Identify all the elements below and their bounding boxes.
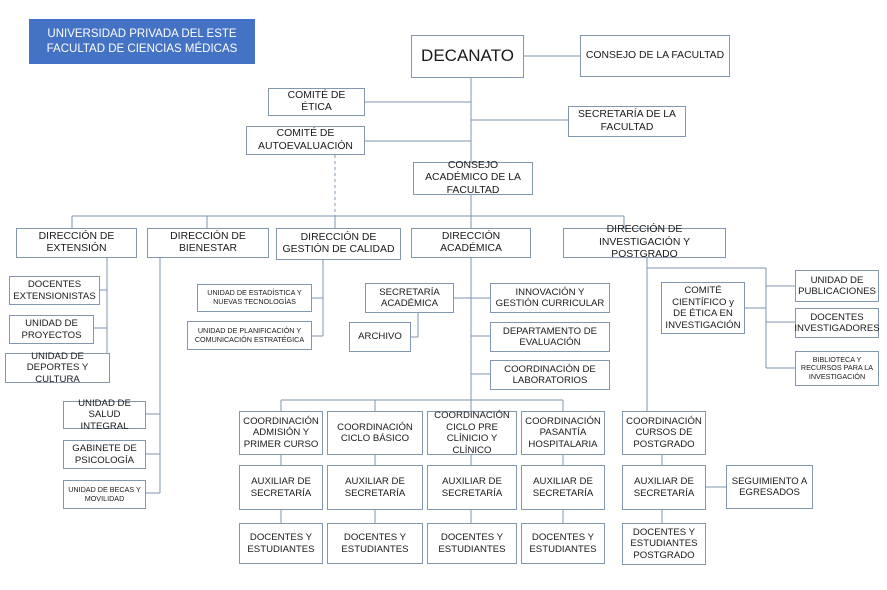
node-unidad-becas[interactable]: UNIDAD DE BECAS Y MOVILIDAD xyxy=(63,480,146,509)
node-archivo[interactable]: ARCHIVO xyxy=(349,322,411,352)
node-docentes-extensionistas[interactable]: DOCENTES EXTENSIONISTAS xyxy=(9,276,100,305)
node-coordinacion-laboratorios[interactable]: COORDINACIÓN DE LABORATORIOS xyxy=(490,360,610,390)
node-gabinete-psicologia[interactable]: GABINETE DE PSICOLOGÍA xyxy=(63,440,146,469)
node-direccion-bienestar[interactable]: DIRECCIÓN DE BIENESTAR xyxy=(147,228,269,258)
node-direccion-academica[interactable]: DIRECCIÓN ACADÉMICA xyxy=(411,228,531,258)
node-docentes-estudiantes-4[interactable]: DOCENTES Y ESTUDIANTES xyxy=(521,523,605,564)
node-auxiliar-secretaria-1[interactable]: AUXILIAR DE SECRETARÍA xyxy=(239,465,323,510)
node-auxiliar-secretaria-2[interactable]: AUXILIAR DE SECRETARÍA xyxy=(327,465,423,510)
node-comite-autoevaluacion[interactable]: COMITÉ DE AUTOEVALUACIÓN xyxy=(246,126,365,155)
node-auxiliar-secretaria-4[interactable]: AUXILIAR DE SECRETARÍA xyxy=(521,465,605,510)
node-innovacion[interactable]: INNOVACIÓN Y GESTIÓN CURRICULAR xyxy=(490,283,610,313)
node-coordinacion-admision[interactable]: COORDINACIÓN ADMISIÓN Y PRIMER CURSO xyxy=(239,411,323,455)
university-name: UNIVERSIDAD PRIVADA DEL ESTE xyxy=(47,28,237,41)
node-comite-etica[interactable]: COMITÉ DE ÉTICA xyxy=(268,88,365,116)
node-unidad-estadistica[interactable]: UNIDAD DE ESTADÍSTICA Y NUEVAS TECNOLOGÍ… xyxy=(197,284,312,312)
node-biblioteca[interactable]: BIBLIOTECA Y RECURSOS PARA LA INVESTIGAC… xyxy=(795,351,879,386)
node-departamento-evaluacion[interactable]: DEPARTAMENTO DE EVALUACIÓN xyxy=(490,322,610,352)
node-docentes-estudiantes-3[interactable]: DOCENTES Y ESTUDIANTES xyxy=(427,523,517,564)
node-docentes-investigadores[interactable]: DOCENTES INVESTIGADORES xyxy=(794,308,880,338)
node-unidad-salud[interactable]: UNIDAD DE SALUD INTEGRAL xyxy=(63,398,146,432)
node-unidad-proyectos[interactable]: UNIDAD DE PROYECTOS xyxy=(9,315,94,344)
node-decanato[interactable]: DECANATO xyxy=(411,35,524,78)
node-direccion-investigacion[interactable]: DIRECCIÓN DE INVESTIGACIÓN Y POSTGRADO xyxy=(563,224,726,260)
node-auxiliar-secretaria-3[interactable]: AUXILIAR DE SECRETARÍA xyxy=(427,465,517,510)
node-coordinacion-postgrado[interactable]: COORDINACIÓN CURSOS DE POSTGRADO xyxy=(622,411,706,455)
node-consejo-academico[interactable]: CONSEJO ACADÉMICO DE LA FACULTAD xyxy=(413,160,533,196)
node-coordinacion-basico[interactable]: COORDINACIÓN CICLO BÁSICO xyxy=(327,411,423,455)
node-docentes-estudiantes-1[interactable]: DOCENTES Y ESTUDIANTES xyxy=(239,523,323,564)
node-unidad-planificacion[interactable]: UNIDAD DE PLANIFICACIÓN Y COMUNICACIÓN E… xyxy=(187,321,312,350)
node-direccion-extension[interactable]: DIRECCIÓN DE EXTENSIÓN xyxy=(16,228,137,258)
node-unidad-deportes[interactable]: UNIDAD DE DEPORTES Y CULTURA xyxy=(5,351,110,385)
node-unidad-publicaciones[interactable]: UNIDAD DE PUBLICACIONES xyxy=(795,270,879,302)
node-secretaria-academica[interactable]: SECRETARÍA ACADÉMICA xyxy=(365,283,454,313)
node-consejo-facultad[interactable]: CONSEJO DE LA FACULTAD xyxy=(580,35,730,77)
node-comite-cientifico[interactable]: COMITÉ CIENTÍFICO y DE ÉTICA EN INVESTIG… xyxy=(661,282,745,334)
node-auxiliar-secretaria-5[interactable]: AUXILIAR DE SECRETARÍA xyxy=(622,465,706,510)
university-header: UNIVERSIDAD PRIVADA DEL ESTE FACULTAD DE… xyxy=(29,19,255,64)
node-coordinacion-preclinico[interactable]: COORDINACIÓN CICLO PRE CLÍNICIO Y CLÍNIC… xyxy=(427,410,517,456)
node-seguimiento-egresados[interactable]: SEGUIMIENTO A EGRESADOS xyxy=(726,465,813,509)
node-secretaria-facultad[interactable]: SECRETARÍA DE LA FACULTAD xyxy=(568,106,686,137)
node-docentes-estudiantes-postgrado[interactable]: DOCENTES Y ESTUDIANTES POSTGRADO xyxy=(622,523,706,565)
node-coordinacion-pasantia[interactable]: COORDINACIÓN PASANTÍA HOSPITALARIA xyxy=(521,411,605,455)
node-docentes-estudiantes-2[interactable]: DOCENTES Y ESTUDIANTES xyxy=(327,523,423,564)
faculty-name: FACULTAD DE CIENCIAS MÉDICAS xyxy=(46,42,238,55)
node-direccion-calidad[interactable]: DIRECCIÓN DE GESTIÓN DE CALIDAD xyxy=(276,228,401,260)
